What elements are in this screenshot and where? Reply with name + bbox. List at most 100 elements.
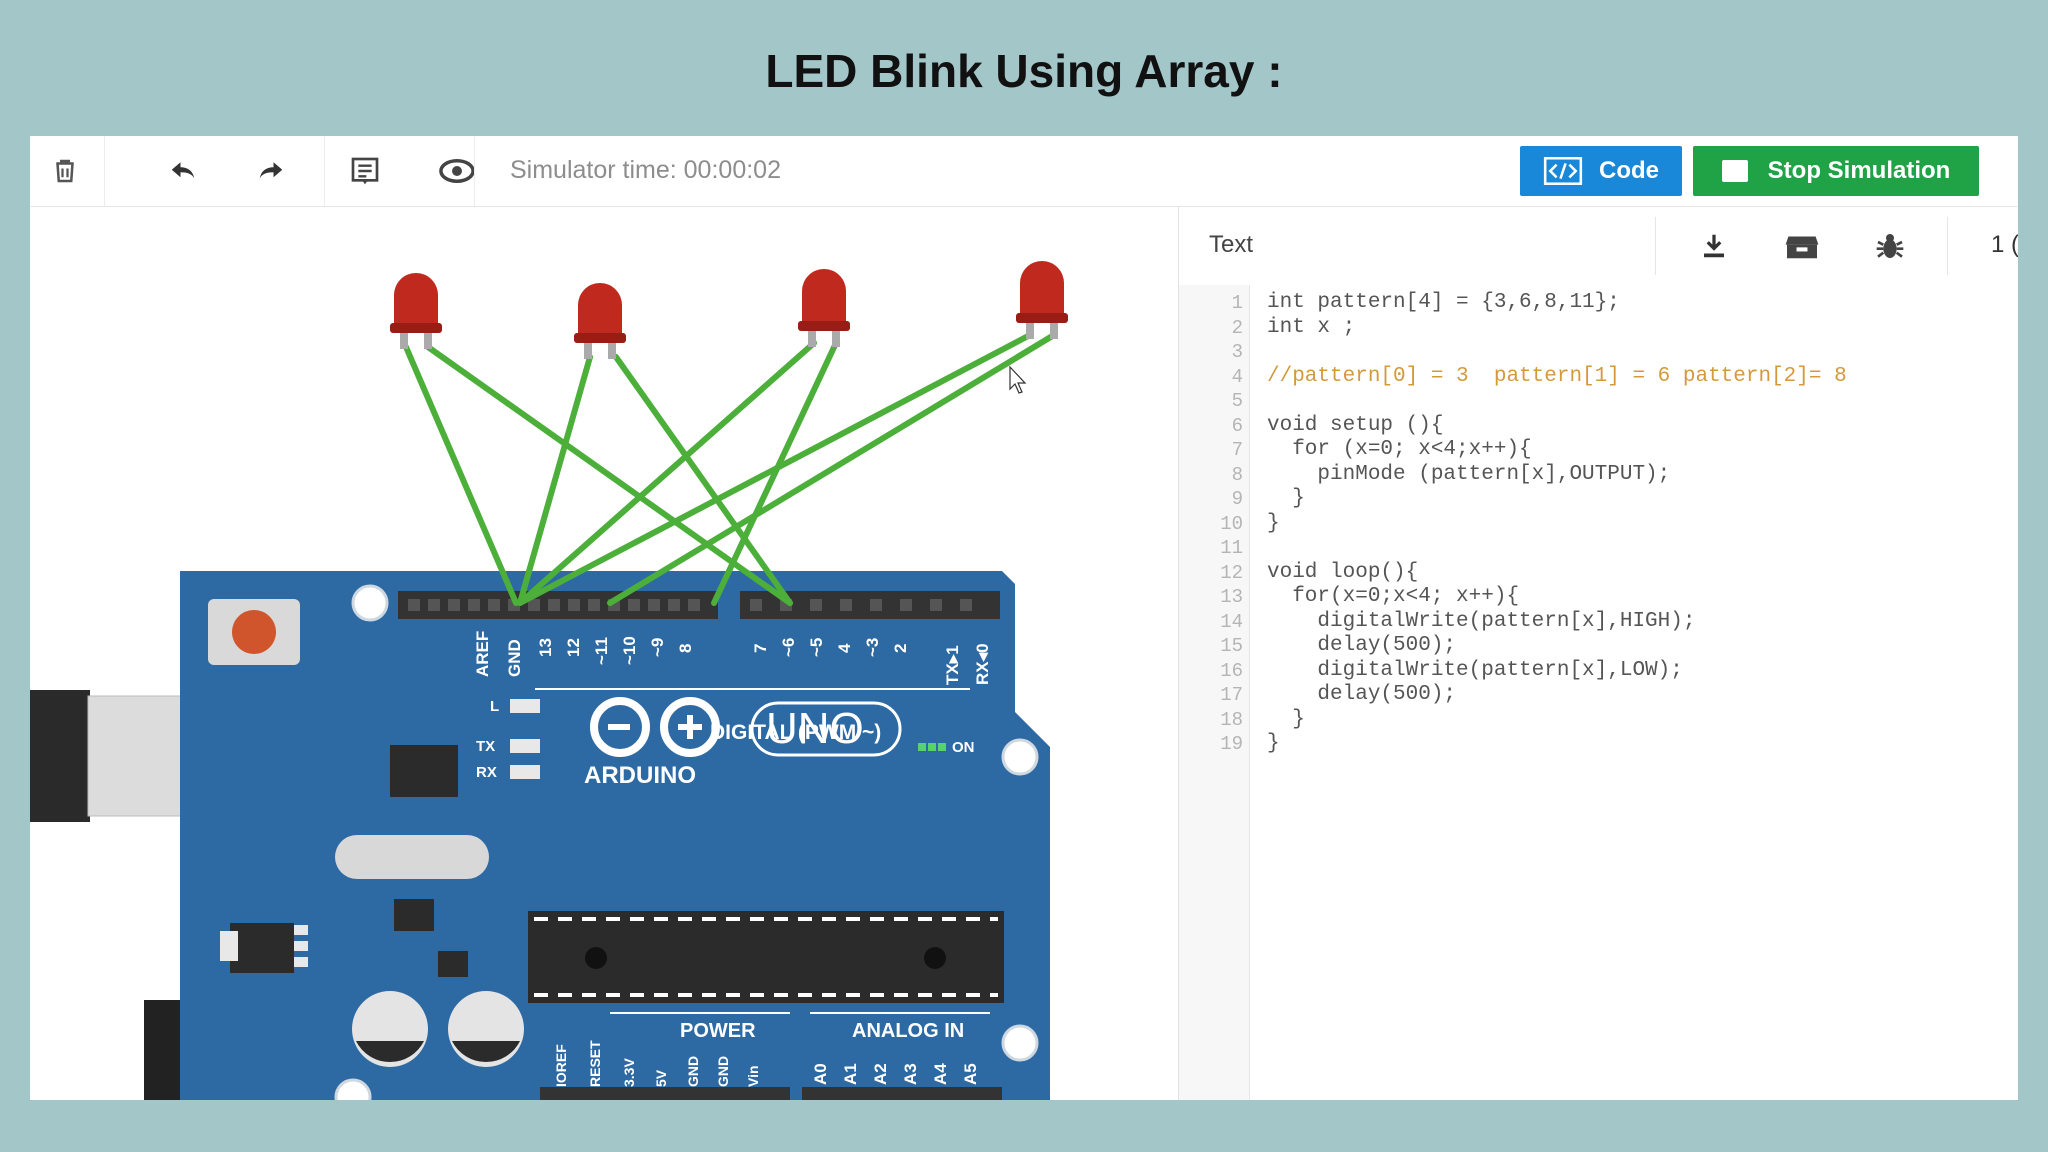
delete-button[interactable] <box>30 146 100 196</box>
simulator-app: Simulator time: 00:00:02 Code Stop Simul… <box>30 136 2018 1100</box>
code-line[interactable]: 3 <box>1179 340 2018 365</box>
code-line[interactable]: 16 digitalWrite(pattern[x],LOW); <box>1179 659 2018 684</box>
line-number: 14 <box>1220 610 1243 633</box>
code-line-text: digitalWrite(pattern[x],LOW); <box>1267 658 1683 682</box>
pin-label-gnd1: GND <box>685 1056 701 1087</box>
pin-label-a4: A4 <box>931 1063 950 1085</box>
pin-label-4: 4 <box>835 643 854 653</box>
line-number: 15 <box>1220 635 1243 657</box>
libraries-button[interactable] <box>1767 219 1837 273</box>
visibility-button[interactable] <box>422 146 492 196</box>
code-line[interactable]: 7 for (x=0; x<4;x++){ <box>1179 438 2018 463</box>
line-number: 6 <box>1231 414 1243 437</box>
line-number: 3 <box>1231 341 1243 363</box>
code-line-text: delay(500); <box>1267 683 1457 706</box>
analog-in-label: ANALOG IN <box>852 1020 964 1042</box>
code-line-text: pinMode (pattern[x],OUTPUT); <box>1267 462 1671 486</box>
download-button[interactable] <box>1679 219 1749 273</box>
pin-label-9: ~9 <box>648 638 667 657</box>
code-line[interactable]: 9 } <box>1179 487 2018 512</box>
pin-label-a2: A2 <box>871 1063 890 1085</box>
code-line[interactable]: 15 delay(500); <box>1179 634 2018 659</box>
led-3[interactable] <box>798 269 850 347</box>
stop-simulation-label: Stop Simulation <box>1767 157 1951 184</box>
code-line[interactable]: 11 <box>1179 536 2018 561</box>
pin-label-12: 12 <box>564 638 583 657</box>
slide-title: LED Blink Using Array : <box>765 45 1283 97</box>
code-line-text: } <box>1267 511 1280 535</box>
rx-led-label: RX <box>476 764 497 781</box>
circuit-canvas[interactable]: AREF GND 13 12 ~11 ~10 ~9 8 7 ~6 ~5 4 ~3… <box>30 207 1177 1100</box>
line-number: 2 <box>1231 316 1243 339</box>
on-led-label: ON <box>952 739 975 756</box>
line-number: 13 <box>1220 586 1243 608</box>
editor-mode-label[interactable]: Text <box>1209 231 1254 258</box>
pin-label-7: 7 <box>751 644 770 653</box>
code-line[interactable]: 10} <box>1179 512 2018 537</box>
code-line[interactable]: 5 <box>1179 389 2018 414</box>
download-icon <box>1704 234 1724 258</box>
usb-chip <box>390 745 458 797</box>
circuit-drawing: AREF GND 13 12 ~11 ~10 ~9 8 7 ~6 ~5 4 ~3… <box>30 261 1068 1100</box>
code-line[interactable]: 6 void setup (){ <box>1179 414 2018 439</box>
page-indicator: 1 ( <box>1991 231 2018 258</box>
pin-label-5v: 5V <box>653 1069 669 1087</box>
code-line-text: for (x=0; x<4;x++){ <box>1267 438 1532 461</box>
line-number: 8 <box>1231 463 1243 486</box>
line-number: 7 <box>1231 439 1243 461</box>
redo-button[interactable] <box>236 146 306 196</box>
code-line-text: } <box>1267 487 1305 510</box>
code-line[interactable]: 14 digitalWrite(pattern[x],HIGH); <box>1179 610 2018 635</box>
wires <box>403 332 1057 606</box>
l-led-label: L <box>490 698 499 715</box>
pin-label-13: 13 <box>536 638 555 657</box>
pin-label-5: ~5 <box>807 638 826 657</box>
pin-label-vin: Vin <box>745 1065 761 1087</box>
pin-label-3v3: 3.3V <box>621 1058 637 1087</box>
code-line[interactable]: 13 for(x=0;x<4; x++){ <box>1179 585 2018 610</box>
code-line[interactable]: 4//pattern[0] = 3 pattern[1] = 6 pattern… <box>1179 365 2018 390</box>
line-number: 16 <box>1220 659 1243 682</box>
led-4[interactable] <box>1016 261 1068 339</box>
library-box-icon <box>1785 236 1819 259</box>
stop-simulation-button[interactable]: Stop Simulation <box>1693 146 1979 196</box>
line-number: 11 <box>1220 537 1243 559</box>
undo-button[interactable] <box>148 146 218 196</box>
bug-icon <box>1876 234 1904 258</box>
pin-label-gnd: GND <box>505 639 524 677</box>
notes-button[interactable] <box>330 146 400 196</box>
code-line[interactable]: 17 delay(500); <box>1179 683 2018 708</box>
led-2[interactable] <box>574 283 626 359</box>
code-line-text: } <box>1267 732 1280 755</box>
pin-label-rx0: RX◂0 <box>973 643 992 685</box>
pin-label-6: ~6 <box>779 638 798 657</box>
code-button-label: Code <box>1599 157 1659 184</box>
power-label: POWER <box>680 1020 756 1042</box>
tx-led-label: TX <box>476 738 495 755</box>
code-line-text: void setup (){ <box>1267 413 1444 437</box>
code-line-text: digitalWrite(pattern[x],HIGH); <box>1267 609 1696 633</box>
code-line[interactable]: 18 } <box>1179 708 2018 733</box>
line-number-gutter <box>1179 285 1250 1100</box>
eye-icon <box>439 159 475 183</box>
code-line[interactable]: 8 pinMode (pattern[x],OUTPUT); <box>1179 463 2018 488</box>
pin-label-3: ~3 <box>863 638 882 657</box>
toolbar: Simulator time: 00:00:02 Code Stop Simul… <box>30 136 2018 207</box>
mouse-cursor-icon <box>1009 365 1027 394</box>
usb-connector <box>30 690 90 822</box>
line-number: 19 <box>1220 733 1243 755</box>
stop-icon <box>1721 160 1748 182</box>
debugger-button[interactable] <box>1855 219 1925 273</box>
pin-label-a5: A5 <box>961 1063 980 1085</box>
code-line[interactable]: 19} <box>1179 732 2018 757</box>
code-line-text: delay(500); <box>1267 634 1457 657</box>
pin-label-10: ~10 <box>620 636 639 665</box>
led-1[interactable] <box>390 273 442 349</box>
code-button[interactable]: Code <box>1520 146 1682 196</box>
pin-label-11: ~11 <box>592 637 611 665</box>
line-number: 18 <box>1220 708 1243 731</box>
